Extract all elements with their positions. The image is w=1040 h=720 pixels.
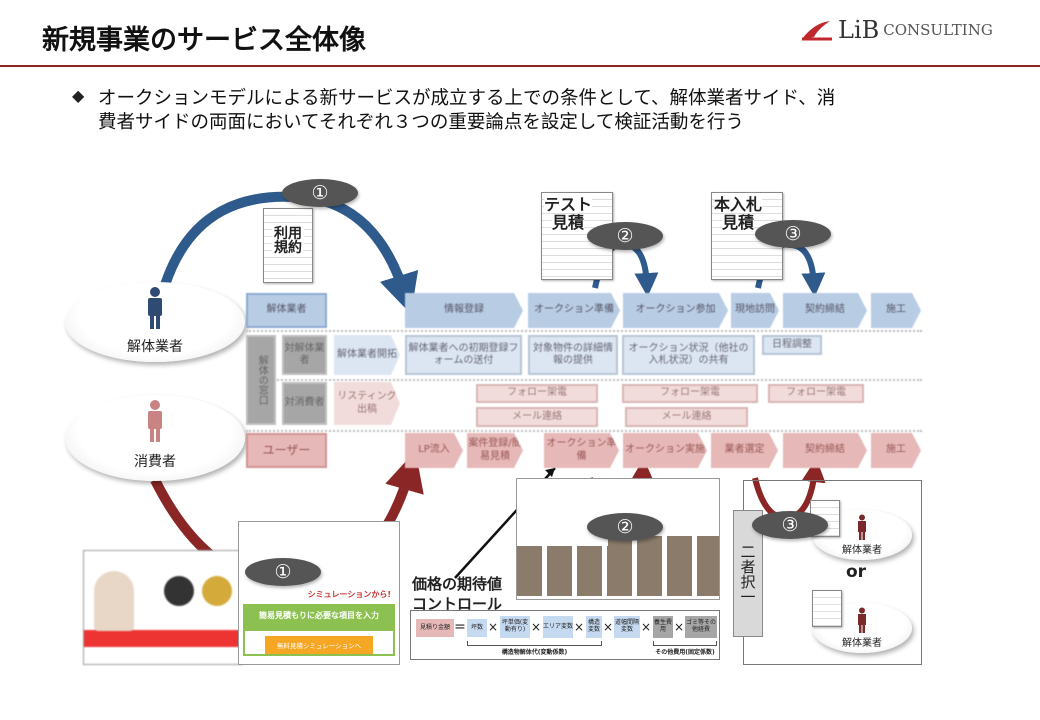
lane-to-consumer: 対消費者	[282, 382, 327, 425]
formula-term: エリア変数	[543, 616, 573, 638]
label-line: 価格の期待値	[412, 575, 503, 593]
step-contractor: 契約締結	[783, 293, 867, 328]
formula-group-label: 構造物解体代(変動係数)	[501, 648, 568, 656]
selection-label: 二者択一	[733, 510, 763, 637]
task-consumer: リスティング出稿	[334, 382, 400, 425]
task-consumer: フォロー架電	[622, 384, 758, 403]
lp-cta-heading: 簡易見積もりに必要な項目を入力	[245, 606, 393, 631]
summary-line-2: 費者サイドの両面においてそれぞれ３つの重要論点を設定して検証活動を行う	[98, 112, 744, 133]
formula-result: 見積り金額	[416, 619, 454, 637]
formula-times: ×	[530, 620, 542, 635]
document-title: テスト	[544, 195, 593, 214]
issue-badge-3: ③	[755, 220, 831, 248]
formula-term: 道幅間隔変数	[614, 616, 640, 638]
task-consumer: メール連絡	[625, 407, 748, 427]
formula-group-label: その他費用(固定係数)	[655, 648, 715, 656]
lp-screenshot-top	[83, 550, 243, 665]
step-user: LP流入	[405, 433, 463, 468]
lane-contractor: 解体業者	[246, 293, 327, 328]
formula-times: ×	[487, 620, 499, 635]
lp-banner: シミュレーションから!	[307, 590, 391, 599]
step-contractor: オークション準備	[528, 293, 620, 328]
issue-badge-3: ③	[752, 511, 828, 539]
task-consumer: フォロー架電	[476, 384, 598, 403]
estimate-thumbnail	[812, 590, 842, 627]
formula-term: 養生費用	[653, 616, 673, 638]
task-contractor: 日程調整	[762, 335, 822, 355]
issue-badge-1: ①	[282, 179, 358, 207]
step-contractor: 情報登録	[405, 293, 523, 328]
header-divider	[0, 65, 1040, 67]
step-user: 施工	[871, 433, 921, 468]
person-icon	[148, 287, 162, 329]
task-contractor: 解体業者開拓	[334, 335, 400, 375]
lp-form: 簡易見積もりに必要な項目を入力 無料見積シミュレーションへ	[243, 604, 395, 656]
document-title: 本入札	[714, 195, 763, 214]
formula-term: ゴミ等その他経費	[685, 616, 717, 638]
formula-times: ×	[673, 620, 685, 635]
formula-times: ×	[640, 620, 652, 635]
option-label: 解体業者	[842, 638, 882, 649]
step-user: 契約締結	[783, 433, 867, 468]
lp-screenshot-form: シミュレーションから! 簡易見積もりに必要な項目を入力 無料見積シミュレーション…	[238, 521, 400, 665]
person-icon	[148, 400, 162, 442]
formula-term: 坪単価(変動有り)	[500, 616, 530, 638]
step-contractor: 現地訪問	[731, 293, 779, 328]
document-title: 利用規約	[272, 226, 304, 256]
logo-swoosh-icon	[802, 21, 832, 41]
task-contractor: オークション状況（他社の入札状況）の共有	[622, 335, 755, 375]
bid-estimate-document: 本入札 見積	[711, 192, 783, 280]
price-formula: 見積り金額 = 坪数 × 坪単価(変動有り) × エリア変数 × 構造変数 × …	[410, 610, 720, 660]
issue-badge-2: ②	[587, 513, 663, 541]
lane-window: 解体の窓口	[246, 335, 276, 425]
price-control-label: 価格の期待値 コントロール	[412, 575, 502, 614]
task-consumer: フォロー架電	[768, 384, 864, 403]
document-title: 見積	[722, 213, 755, 232]
terms-document: 利用規約	[263, 208, 313, 283]
formula-term: 構造変数	[586, 616, 602, 638]
step-contractor: 施工	[871, 293, 921, 328]
issue-badge-1: ①	[245, 558, 321, 586]
page-title: 新規事業のサービス全体像	[42, 25, 366, 56]
lane-to-contractor: 対解体業者	[282, 335, 327, 375]
step-contractor: オークション参加	[623, 293, 728, 328]
document-title: 見積	[552, 213, 585, 232]
formula-term: 坪数	[467, 619, 487, 637]
actor-consumer: 消費者	[65, 395, 245, 481]
or-label: or	[846, 562, 867, 582]
step-user: 案件登録/簡易見積	[467, 433, 523, 468]
step-user: オークション準備	[544, 433, 619, 468]
diamond-bullet-icon: ◆	[72, 86, 85, 105]
lp-cta-button[interactable]: 無料見積シミュレーションへ	[265, 636, 373, 654]
auction-photo-document	[516, 478, 720, 600]
summary-line-1: オークションモデルによる新サービスが成立する上での条件として、解体業者サイド、消	[98, 88, 836, 109]
actor-label: 解体業者	[127, 339, 183, 355]
formula-times: ×	[573, 620, 585, 635]
lane-divider	[246, 330, 922, 332]
step-user: 業者選定	[711, 433, 778, 468]
lane-divider	[246, 379, 922, 381]
task-contractor: 解体業者への初期登録フォームの送付	[405, 335, 522, 375]
task-contractor: 対象物件の詳細情報の提供	[528, 335, 618, 375]
person-icon	[858, 514, 866, 540]
actor-label: 消費者	[134, 454, 176, 470]
lane-user: ユーザー	[246, 433, 327, 468]
issue-badge-2: ②	[587, 222, 663, 250]
formula-equals: =	[454, 619, 466, 636]
person-icon	[858, 607, 866, 633]
task-consumer: メール連絡	[476, 407, 598, 427]
actor-contractor: 解体業者	[65, 282, 245, 362]
step-user: オークション実施	[623, 433, 707, 468]
formula-times: ×	[602, 620, 614, 635]
option-label: 解体業者	[842, 545, 882, 556]
lane-divider	[246, 430, 922, 432]
label-line: コントロール	[412, 594, 503, 613]
